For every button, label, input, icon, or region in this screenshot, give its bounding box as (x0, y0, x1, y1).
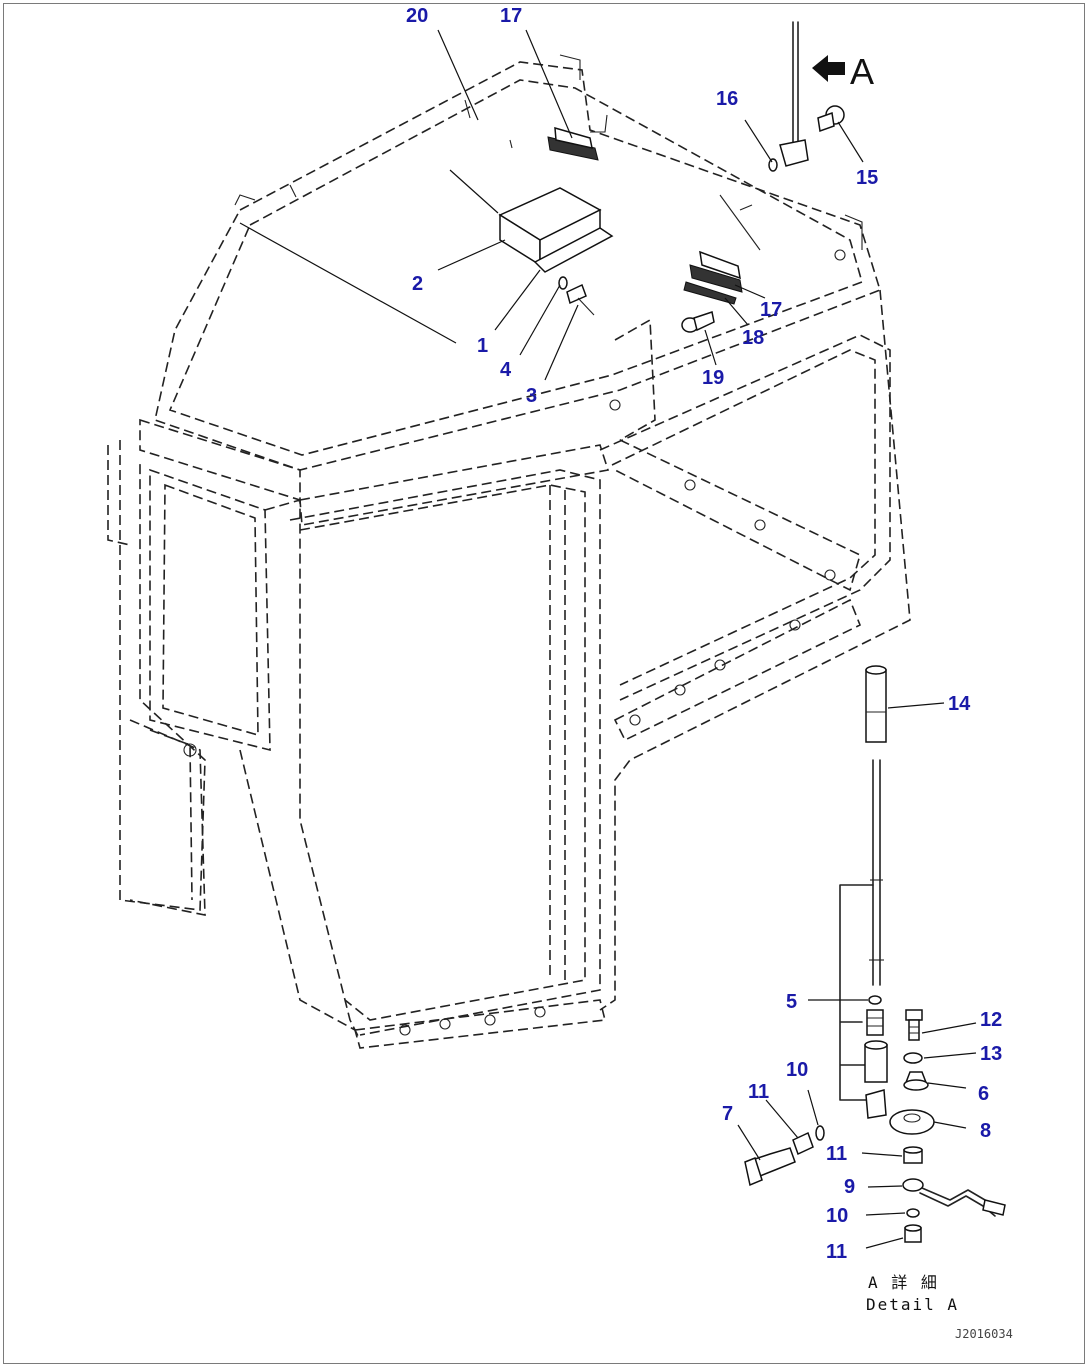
label-10-upper: 10 (786, 1059, 808, 1081)
label-18: 18 (742, 327, 764, 349)
radio-bracket (533, 227, 614, 273)
bolt-12 (905, 1009, 923, 1041)
speaker-17-upper (547, 126, 599, 161)
cab-roof (154, 54, 881, 471)
o-ring-5 (868, 995, 882, 1005)
part-number-labels: 20 17 16 15 2 1 4 3 17 18 19 14 5 12 13 … (406, 5, 1002, 1263)
bolt-15 (817, 105, 845, 133)
label-7: 7 (722, 1103, 733, 1125)
detail-caption-japanese: A 詳 細 (868, 1273, 939, 1292)
nut-11-right-upper (903, 1146, 923, 1164)
grille-18 (683, 281, 737, 305)
mount-base-6 (903, 1071, 929, 1091)
label-4: 4 (500, 359, 512, 381)
label-11-left: 11 (748, 1081, 769, 1103)
label-19: 19 (702, 367, 724, 389)
cab-frame (107, 249, 911, 1049)
label-5: 5 (786, 991, 797, 1013)
label-10-lower: 10 (826, 1205, 848, 1227)
mount-pad-8 (889, 1109, 935, 1135)
label-12: 12 (980, 1009, 1002, 1031)
label-17-lower: 17 (760, 299, 782, 321)
label-15: 15 (856, 167, 878, 189)
antenna-rod-detail (869, 759, 884, 986)
label-2: 2 (412, 273, 423, 295)
label-8: 8 (980, 1120, 991, 1142)
screw-3 (566, 283, 595, 316)
washer-10-lower (906, 1208, 920, 1218)
ground-strap-9 (902, 1178, 1006, 1217)
speaker-17-lower (689, 250, 743, 293)
assembly-bracket (839, 884, 874, 1101)
label-11-lower: 11 (826, 1241, 847, 1263)
label-1: 1 (477, 335, 488, 357)
antenna-base-tube (864, 1040, 888, 1083)
drawing-code: J2016034 (955, 1327, 1013, 1341)
label-3: 3 (526, 385, 537, 407)
label-14: 14 (948, 693, 971, 715)
label-9: 9 (844, 1176, 855, 1198)
washer-10-left (815, 1125, 825, 1141)
leader-lines (239, 29, 977, 1249)
spring-part (866, 1009, 884, 1036)
bolt-19 (681, 311, 715, 333)
label-20: 20 (406, 5, 428, 27)
washer-16 (768, 158, 778, 172)
label-17-upper: 17 (500, 5, 522, 27)
view-marker-a: A (850, 51, 874, 92)
antenna-joint (865, 1089, 887, 1119)
label-16: 16 (716, 88, 738, 110)
washer-13 (903, 1052, 923, 1064)
label-6: 6 (978, 1083, 989, 1105)
detail-caption-english: Detail A (866, 1295, 959, 1314)
radio-unit (498, 187, 602, 267)
nut-11-left (792, 1131, 814, 1156)
view-arrow-a (812, 55, 845, 82)
antenna-rod-top (779, 21, 809, 167)
label-11-right-upper: 11 (826, 1143, 847, 1165)
connector-7 (744, 1147, 796, 1187)
washer-4 (558, 276, 568, 290)
nut-11-lower (904, 1224, 922, 1243)
label-13: 13 (980, 1043, 1002, 1065)
antenna-cap-14 (865, 665, 887, 743)
